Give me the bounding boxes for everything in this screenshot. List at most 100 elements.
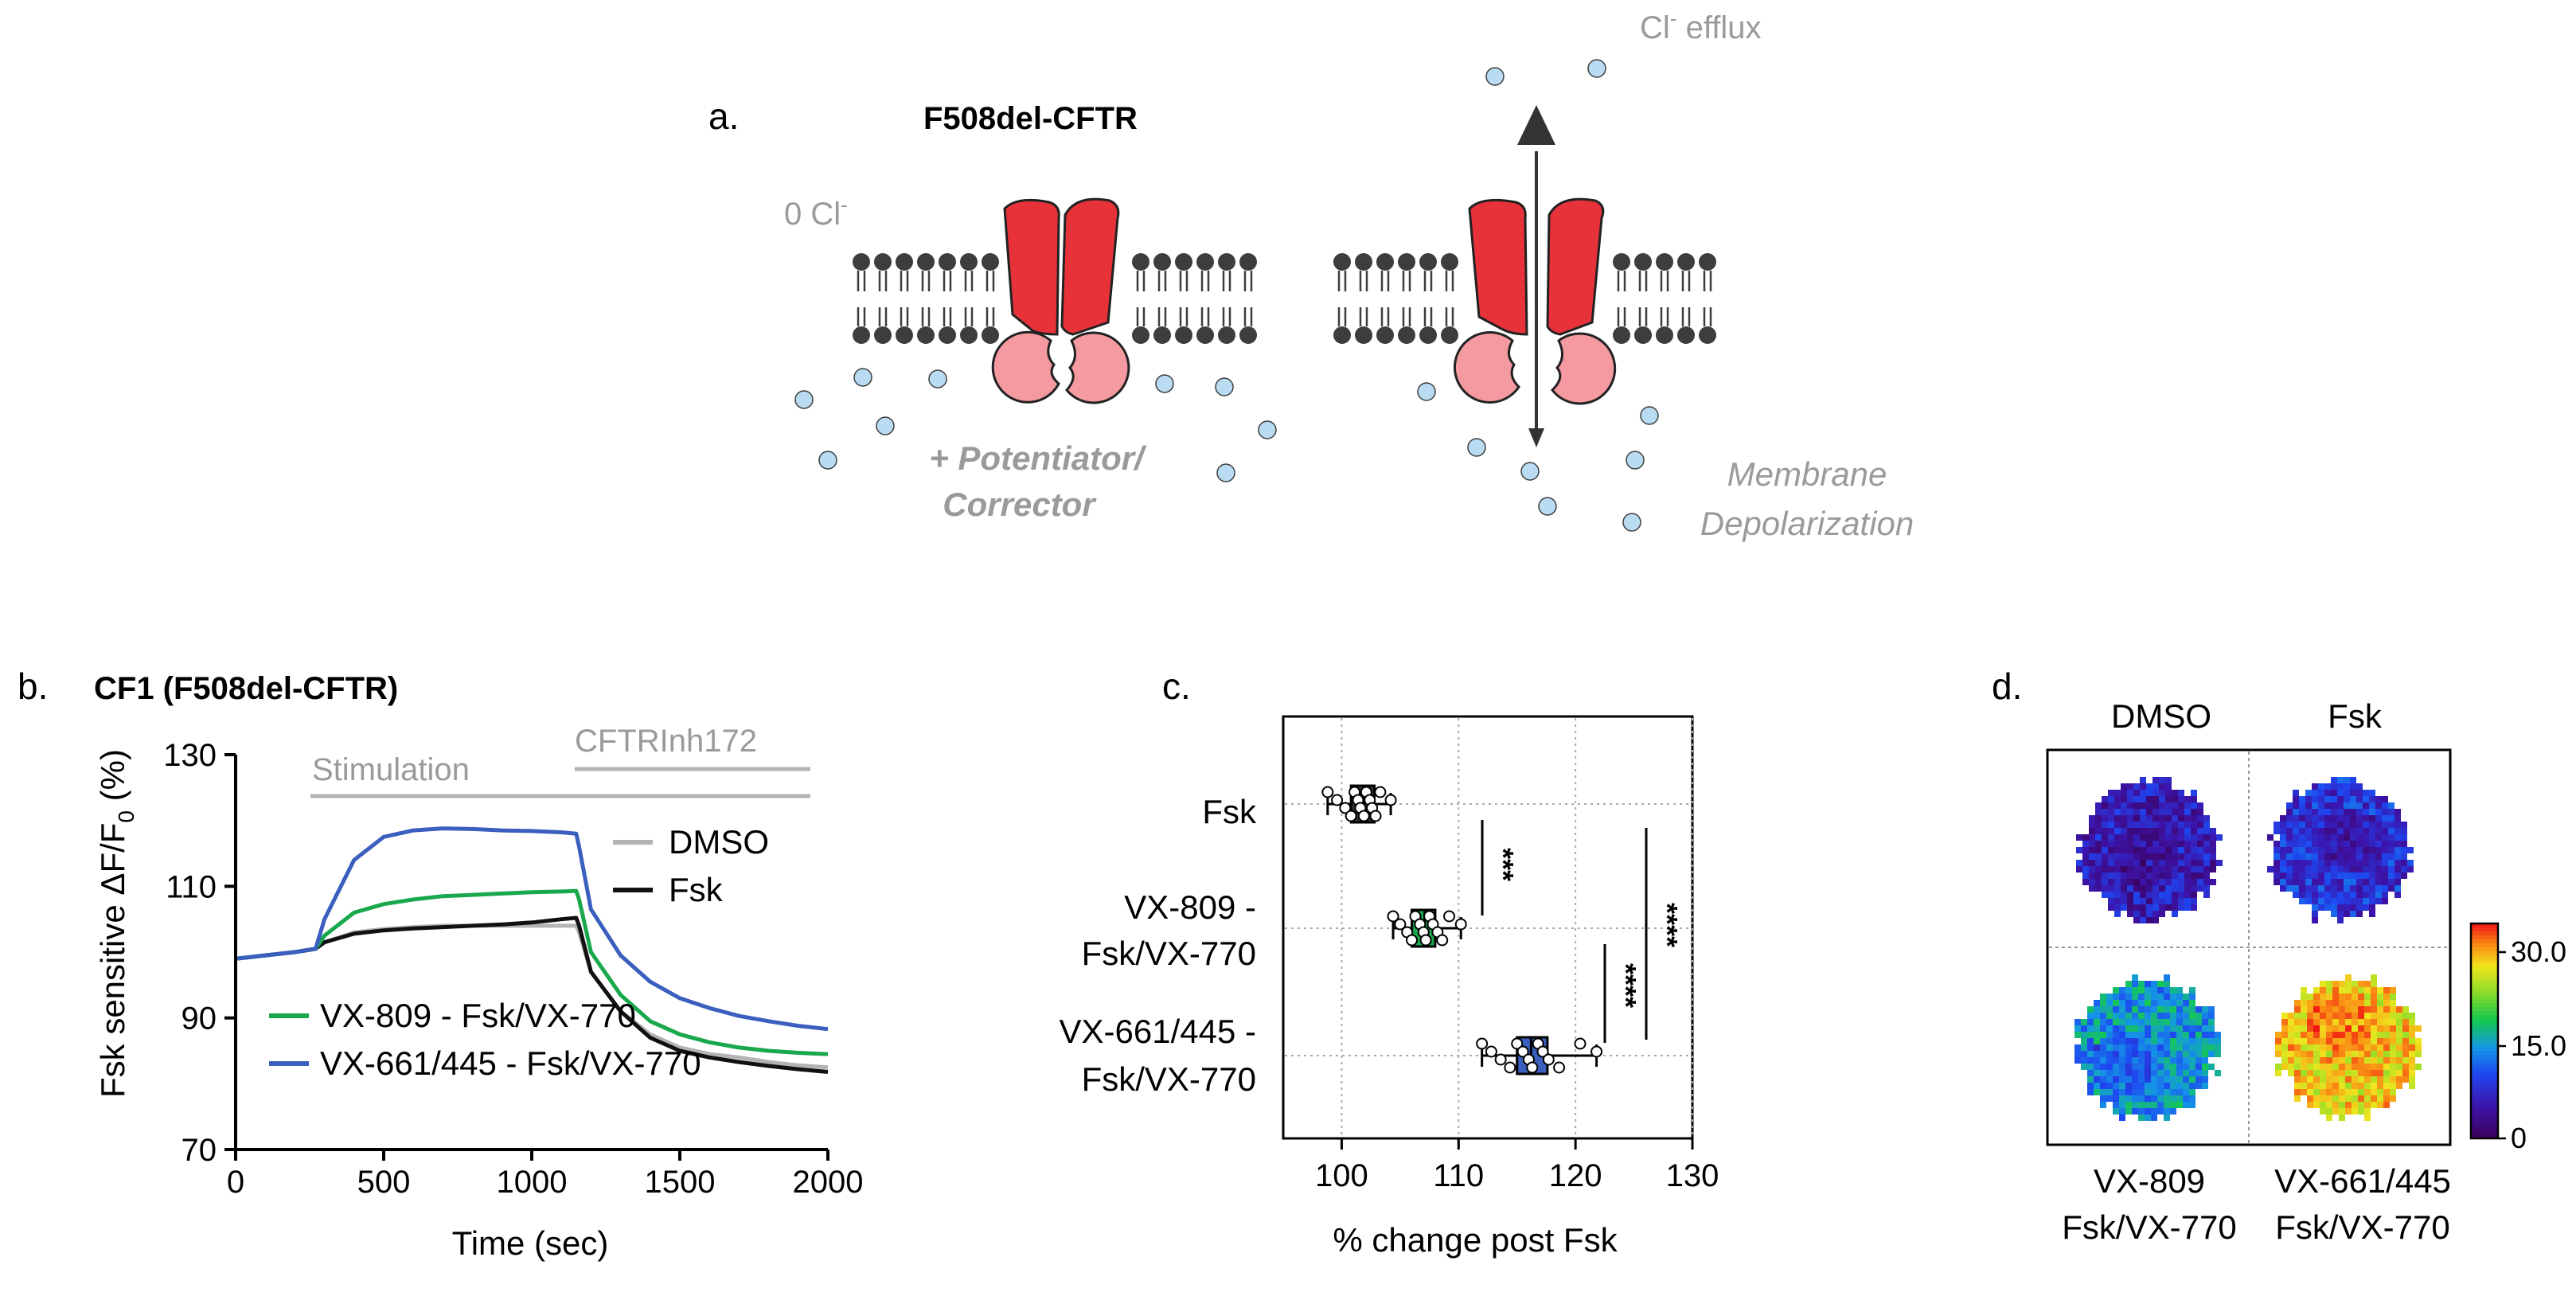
heatmap-cell <box>2352 1057 2358 1064</box>
heatmap-cell <box>2146 828 2153 834</box>
lipid-tail-lower-closed <box>943 307 952 326</box>
lipid-head-upper-closed <box>1175 253 1192 271</box>
heatmap-cell <box>2184 904 2191 911</box>
heatmap-cell <box>2202 1070 2208 1076</box>
heatmap-cell <box>2172 802 2178 809</box>
heatmap-cell <box>2076 847 2082 853</box>
heatmap-cell <box>2125 1025 2132 1032</box>
heatmap-cell <box>2202 1019 2208 1025</box>
heatmap-cell <box>2305 853 2312 860</box>
heatmap-cell <box>2383 987 2390 994</box>
heatmap-cell <box>2305 860 2312 866</box>
heatmap-cell <box>2364 1095 2371 1102</box>
heatmap-cell <box>2153 917 2159 923</box>
heatmap-cell <box>2153 866 2159 873</box>
heatmap-cell <box>2388 802 2395 809</box>
heatmap-cell <box>2312 834 2318 841</box>
heatmap-cell <box>2301 1070 2307 1076</box>
heatmap-cell <box>2320 1089 2326 1095</box>
heatmap-cell <box>2307 1095 2313 1102</box>
heatmap-cell <box>2371 1019 2377 1025</box>
heatmap-cell <box>2089 866 2095 873</box>
heatmap-cell <box>2106 1006 2113 1013</box>
heatmap-cell <box>2345 1108 2352 1115</box>
heatmap-cell <box>2415 1038 2422 1044</box>
heatmap-cell <box>2318 898 2324 904</box>
heatmap-cell <box>2125 981 2132 987</box>
panel-b-letter: b. <box>18 666 48 707</box>
heatmap-cell <box>2087 1070 2094 1076</box>
heatmap-cell <box>2294 1076 2301 1083</box>
heatmap-cell <box>2203 822 2210 828</box>
heatmap-cell <box>2151 1115 2157 1121</box>
heatmap-cell <box>2320 1000 2326 1006</box>
effect-line-2: Depolarization <box>1700 505 1914 542</box>
heatmap-cell <box>2113 1108 2119 1115</box>
heatmap-cell <box>2089 885 2095 892</box>
heatmap-cell <box>2133 873 2140 879</box>
cftr-helix-left-open <box>1468 198 1528 336</box>
heatmap-cell <box>2165 834 2172 841</box>
lipid-tail-lower-open <box>1423 307 1433 326</box>
heatmap-cell <box>2153 834 2159 841</box>
x-axis-label: Time (sec) <box>452 1224 609 1262</box>
colorbar-segment <box>2471 1099 2498 1103</box>
heatmap-cell <box>2127 904 2133 911</box>
heatmap-cell <box>2293 802 2299 809</box>
heatmap-cell <box>2138 987 2145 994</box>
heatmap-cell <box>2326 1006 2332 1013</box>
heatmap-cell <box>2102 815 2108 822</box>
heatmap-cell <box>2369 834 2375 841</box>
heatmap-cell <box>2191 828 2197 834</box>
heatmap-cell <box>2356 834 2363 841</box>
heatmap-cell <box>2082 834 2089 841</box>
lipid-tail-lower-closed <box>986 307 995 326</box>
heatmap-cell <box>2203 853 2210 860</box>
heatmap-cell <box>2208 1025 2215 1032</box>
lipid-head-upper-open <box>1419 253 1437 271</box>
lipid-head-upper-closed <box>1153 253 1171 271</box>
heatmap-cell <box>2140 802 2146 809</box>
heatmap-cell <box>2294 1095 2301 1102</box>
heatmap-cell <box>2390 1038 2396 1044</box>
heatmap-cell <box>2286 828 2293 834</box>
heatmap-cell <box>2132 1006 2138 1013</box>
heatmap-cell <box>2344 892 2350 898</box>
lipid-head-upper-open <box>1677 253 1695 271</box>
heatmap-cell <box>2345 1051 2352 1057</box>
heatmap-cell <box>2363 815 2369 822</box>
data-point-vx-661-445-fsk-vx-770 <box>1536 1045 1549 1058</box>
heatmap-cell <box>2100 1044 2106 1051</box>
heatmap-cell <box>2172 892 2178 898</box>
heatmap-cell <box>2151 987 2157 994</box>
heatmap-cell <box>2320 1070 2326 1076</box>
heatmap-cell <box>2324 853 2331 860</box>
heatmap-cell <box>2312 866 2318 873</box>
heatmap-cell <box>2094 1013 2100 1019</box>
row-label-vx661-line1: VX-661/445 - <box>1060 1013 1257 1050</box>
heatmap-cell <box>2358 1013 2364 1019</box>
heatmap-cell <box>2356 879 2363 885</box>
heatmap-cell <box>2146 917 2153 923</box>
heatmap-cell <box>2377 1095 2383 1102</box>
heatmap-cell <box>2108 828 2114 834</box>
heatmap-cell <box>2113 1083 2119 1089</box>
heatmap-cell <box>2299 885 2305 892</box>
heatmap-cell <box>2164 1095 2170 1102</box>
lipid-head-upper-closed <box>874 253 892 271</box>
heatmap-cell <box>2125 987 2132 994</box>
heatmap-cell <box>2106 1076 2113 1083</box>
heatmap-cell <box>2307 1064 2313 1070</box>
heatmap-cell <box>2281 1032 2288 1038</box>
heatmap-cell <box>2337 802 2344 809</box>
heatmap-cell <box>2106 1019 2113 1025</box>
heatmap-cell <box>2095 847 2102 853</box>
data-point-fsk <box>1331 794 1344 806</box>
box-plot-grid <box>1285 718 1693 1137</box>
heatmap-cell <box>2165 898 2172 904</box>
heatmap-cell <box>2396 1051 2402 1057</box>
heatmap-cell <box>2358 1064 2364 1070</box>
colorbar-segment <box>2471 955 2498 960</box>
heatmap-cell <box>2382 879 2388 885</box>
